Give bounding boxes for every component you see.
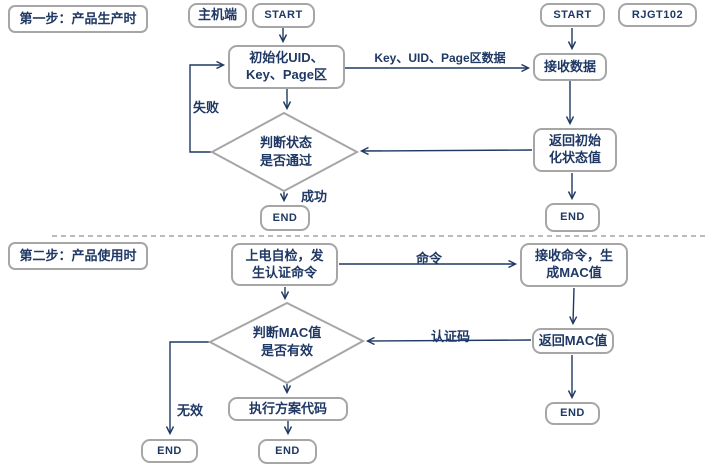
end-terminator-chip-s1: END (545, 203, 600, 232)
edge-label-key-uid-page-data: Key、UID、Page区数据 (374, 51, 506, 65)
process-return-mac: 返回MAC值 (532, 328, 614, 354)
edge-label-success: 成功 (301, 189, 328, 204)
process-init-uid-key-page: 初始化UID、 Key、Page区 (228, 45, 345, 89)
start-terminator-chip: START (540, 3, 605, 27)
end-terminator-exec: END (258, 439, 317, 464)
chip-lane-label: RJGT102 (618, 3, 697, 27)
end-terminator-invalid: END (141, 439, 198, 463)
decision-status-text: 判断状态 是否通过 (259, 135, 312, 168)
edge-label-command: 命令 (415, 251, 442, 266)
process-return-init-status: 返回初始 化状态值 (533, 128, 617, 172)
process-receive-cmd-gen-mac: 接收命令，生 成MAC值 (520, 243, 628, 287)
edge-label-auth-code: 认证码 (431, 329, 471, 344)
edge-label-fail: 失败 (193, 100, 220, 115)
start-terminator-host: START (252, 3, 315, 28)
decision-diamond-status (209, 111, 360, 193)
section1-title-box: 第一步：产品生产时 (8, 5, 148, 33)
section2-title-box: 第二步：产品使用时 (8, 242, 148, 270)
decision-mac-text: 判断MAC值 是否有效 (252, 325, 322, 358)
decision-diamond-mac (207, 301, 366, 385)
end-terminator-chip-s2: END (545, 402, 600, 425)
end-terminator-host-s1: END (260, 205, 310, 231)
process-exec-code: 执行方案代码 (228, 397, 348, 421)
process-self-check: 上电自检，发 生认证命令 (231, 243, 338, 286)
process-receive-data: 接收数据 (533, 53, 607, 81)
host-lane-label: 主机端 (188, 3, 247, 28)
edge-label-invalid: 无效 (177, 403, 204, 418)
